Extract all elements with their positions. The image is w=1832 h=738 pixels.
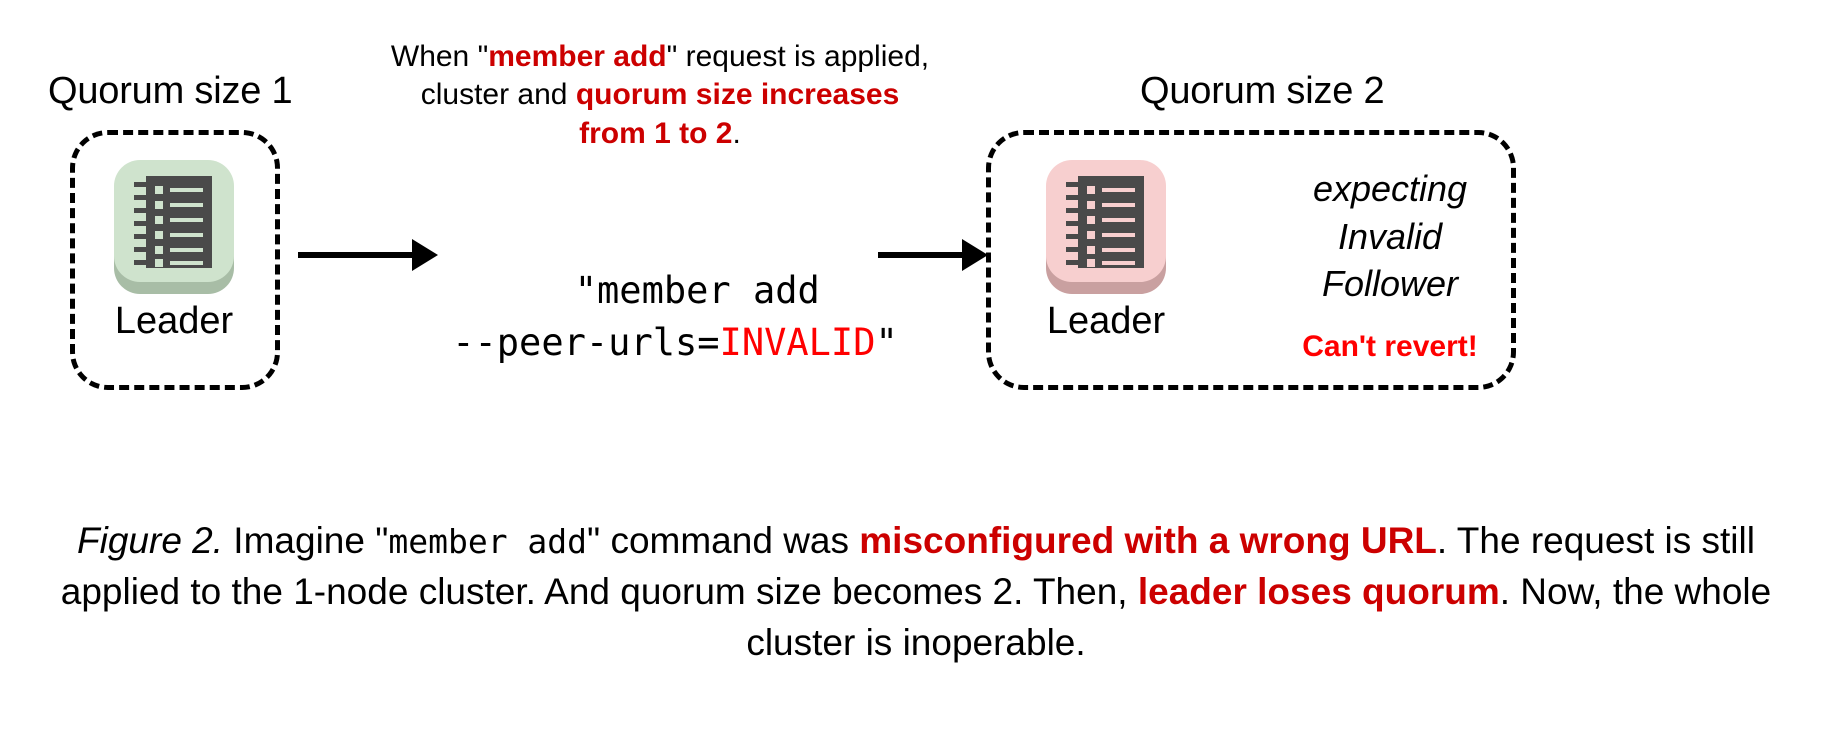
command-text: "member add --peer-urls=INVALID" (440, 212, 910, 370)
left-leader-node[interactable]: Leader (110, 160, 238, 342)
left-leader-label: Leader (114, 300, 234, 342)
server-ledger-icon (110, 160, 238, 298)
right-leader-label: Leader (1046, 300, 1166, 342)
right-cluster-box (986, 130, 1516, 390)
expect-line3: Follower (1321, 263, 1459, 305)
note-line2-highlight: quorum size increases (575, 78, 900, 112)
note-line3-b: . (732, 116, 741, 150)
command-invalid-token: INVALID (719, 321, 876, 365)
note-line2-a: cluster and (420, 78, 576, 112)
note-line3-highlight: from 1 to 2 (579, 116, 733, 150)
caption-highlight-2: leader loses quorum (1137, 571, 1500, 613)
right-cluster-title: Quorum size 2 (1140, 70, 1385, 112)
note-line1-highlight: member add (488, 40, 667, 73)
figure-caption: Figure 2. Imagine "member add" command w… (50, 515, 1782, 668)
figure-number: Figure 2. (77, 520, 224, 561)
ledger-glyph (134, 176, 212, 268)
server-ledger-icon-2 (1042, 160, 1170, 298)
icon-tile-2 (1046, 160, 1166, 282)
ledger-glyph-2 (1066, 176, 1144, 268)
command-line1: "member add (574, 268, 820, 312)
caption-part-2: " command was (587, 520, 860, 561)
command-line2-b: " (875, 321, 898, 365)
left-cluster-title: Quorum size 1 (48, 70, 293, 112)
note-line1-b: " request is applied, (666, 40, 930, 73)
expect-line1: expecting (1312, 168, 1468, 209)
expect-line2: Invalid (1337, 215, 1443, 257)
right-expecting-annotation: expecting Invalid Follower (1270, 165, 1510, 308)
caption-part-4: . Now, the whole cluster is inoperable. (746, 571, 1772, 664)
command-line2-a: --peer-urls= (452, 321, 720, 365)
caption-part-3: . The request is still applied to the 1-… (60, 520, 1755, 613)
center-explanation-note: When "member add" request is applied, cl… (360, 38, 960, 153)
right-leader-node[interactable]: Leader (1042, 160, 1170, 342)
cant-revert-warning: Can't revert! (1302, 330, 1478, 363)
caption-code-1: member add (388, 522, 588, 561)
note-line1-a: When " (390, 40, 489, 73)
icon-tile (114, 160, 234, 282)
caption-highlight-1: misconfigured with a wrong URL (859, 520, 1437, 561)
left-cluster-box (70, 130, 280, 390)
caption-part-1: Imagine " (223, 520, 389, 561)
